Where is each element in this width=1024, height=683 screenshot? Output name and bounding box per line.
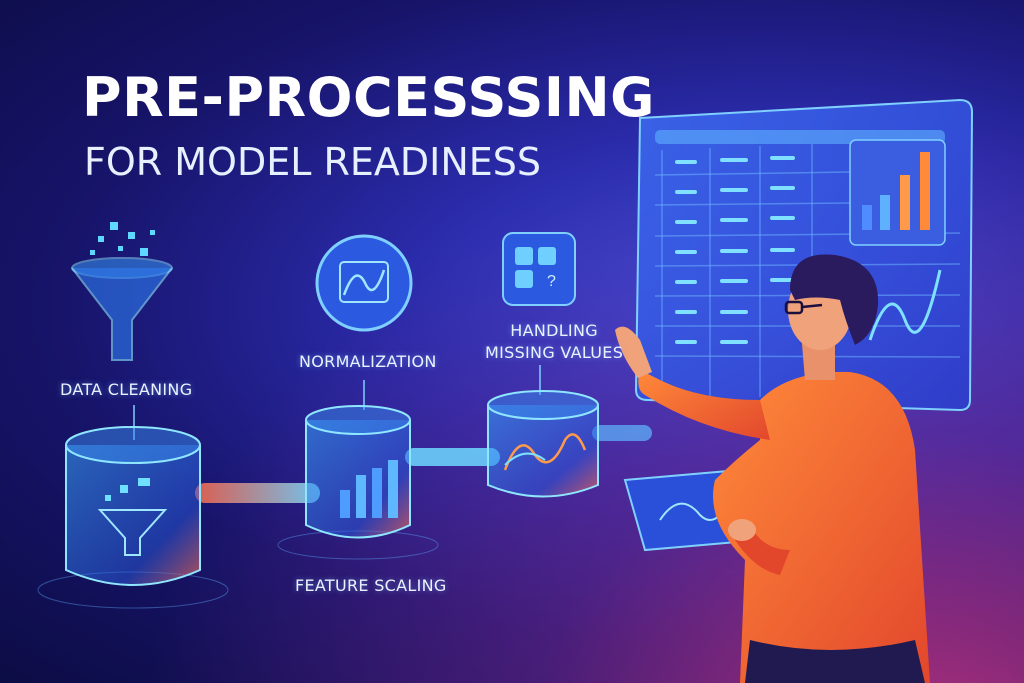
svg-text:?: ? <box>547 273 556 290</box>
data-cleaning-funnel-icon <box>71 222 173 361</box>
cylinder-data-cleaning <box>37 426 229 609</box>
cylinder-missing-values <box>487 390 599 498</box>
label-handling-missing-values: HANDLING MISSING VALUES <box>485 320 623 364</box>
pipe <box>195 483 320 503</box>
label-data-cleaning: DATA CLEANING <box>60 380 193 399</box>
label-line: HANDLING <box>510 321 598 340</box>
pipe <box>405 448 500 466</box>
label-feature-scaling: FEATURE SCALING <box>295 576 447 595</box>
cylinder-feature-scaling <box>277 405 439 560</box>
label-normalization: NORMALIZATION <box>299 352 437 371</box>
missing-values-icon: ? <box>502 232 576 306</box>
page-subtitle: FOR MODEL READINESS <box>84 140 542 184</box>
normalization-icon <box>315 234 413 332</box>
person-presenting <box>615 254 930 683</box>
label-line: MISSING VALUES <box>485 343 624 362</box>
pipe <box>592 425 652 441</box>
dashboard-panel <box>634 98 974 412</box>
page-title: PRE-PROCESSSING <box>82 66 655 129</box>
